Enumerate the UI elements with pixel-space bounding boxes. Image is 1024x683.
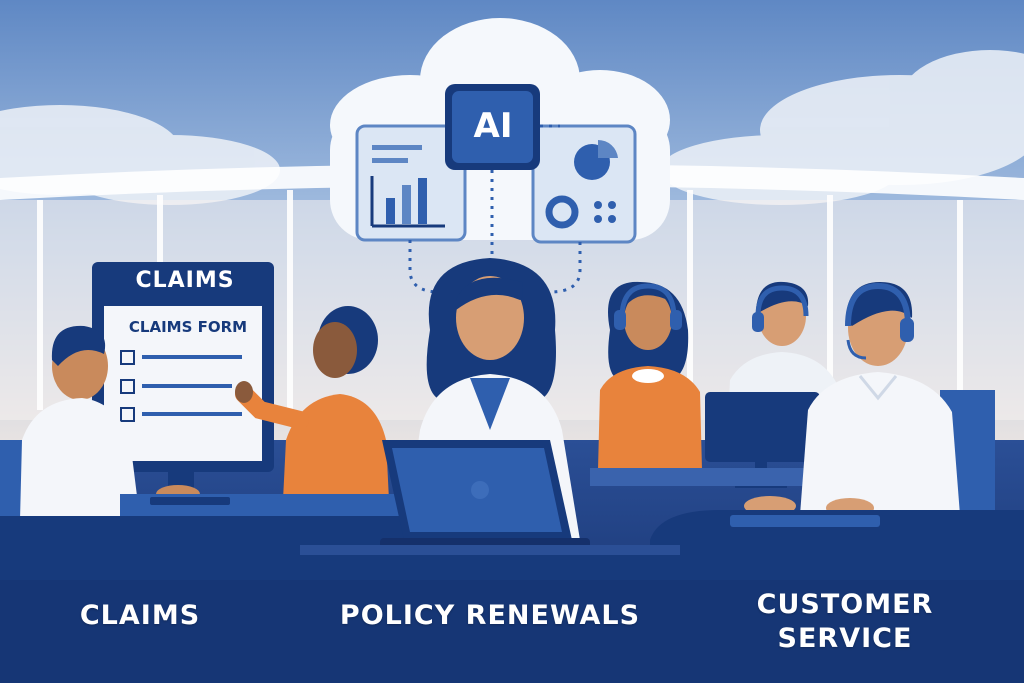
checkbox-icon xyxy=(120,350,135,365)
donut-chart-icon xyxy=(545,195,616,229)
claims-form-title: CLAIMS FORM xyxy=(128,318,248,336)
headset-icon xyxy=(614,283,682,330)
caption-customer-service-line1: CUSTOMER xyxy=(756,589,934,620)
caption-policy-renewals: POLICY RENEWALS xyxy=(339,600,641,631)
agent-customer-service xyxy=(744,282,995,520)
front-right-desk xyxy=(650,510,1024,683)
keyboard xyxy=(150,497,230,505)
ai-badge-label: AI xyxy=(473,106,513,146)
keyboard xyxy=(730,515,880,527)
checkbox-icon xyxy=(120,407,135,422)
foreground-shade xyxy=(0,580,1024,683)
caption-customer-service-line2: SERVICE xyxy=(777,623,913,654)
headset-icon xyxy=(845,282,914,360)
agent-headset-woman xyxy=(598,281,702,470)
claims-monitor xyxy=(92,262,274,498)
headset-icon xyxy=(752,285,809,332)
caption-customer-service: CUSTOMER SERVICE xyxy=(700,588,990,656)
ai-cloud xyxy=(330,18,670,294)
agent-claims-man xyxy=(0,325,200,580)
claims-form-list xyxy=(120,350,242,422)
center-desk xyxy=(300,548,680,683)
claims-monitor-header: CLAIMS xyxy=(135,268,235,293)
right-data-panel xyxy=(531,124,637,244)
pie-chart-icon xyxy=(574,139,618,180)
caption-claims: CLAIMS xyxy=(79,600,201,631)
agent-claims-woman xyxy=(235,306,390,520)
back-desk xyxy=(590,468,830,486)
checkbox-icon xyxy=(120,379,135,394)
bar-chart-icon xyxy=(370,145,445,228)
